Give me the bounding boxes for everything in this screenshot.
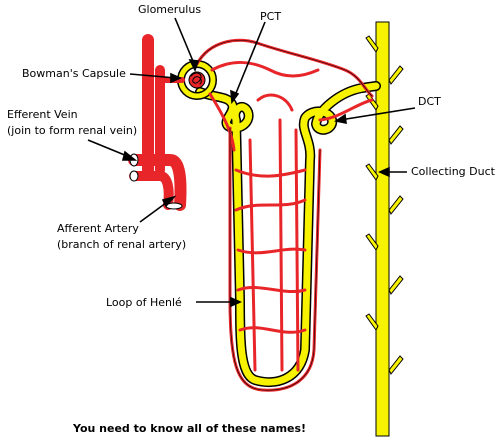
label-pct: PCT (260, 10, 282, 23)
footer-note: You need to know all of these names! (73, 422, 307, 435)
tubule-outline (195, 81, 381, 388)
label-arrows (87, 17, 416, 308)
arrow-bowmans-capsule (129, 73, 177, 79)
collecting-duct (365, 21, 404, 437)
blood-vessels (128, 34, 374, 392)
label-glomerulus: Glomerulus (138, 3, 202, 16)
label-collecting-duct: Collecting Duct (411, 165, 495, 178)
arrow-glomerulus (174, 17, 196, 67)
arrow-pct (233, 21, 266, 99)
label-afferent-artery-note: (branch of renal artery) (57, 238, 187, 251)
label-loop-of-henle: Loop of Henlé (106, 296, 182, 309)
label-efferent-vein: Efferent Vein (7, 108, 78, 121)
label-efferent-vein-note: (join to form renal vein) (7, 124, 138, 137)
label-afferent-artery: Afferent Artery (57, 222, 139, 235)
label-dct: DCT (418, 95, 441, 108)
arrow-dct (339, 107, 416, 121)
glomerulus-knot (188, 71, 206, 89)
label-bowmans-capsule: Bowman's Capsule (22, 67, 126, 80)
